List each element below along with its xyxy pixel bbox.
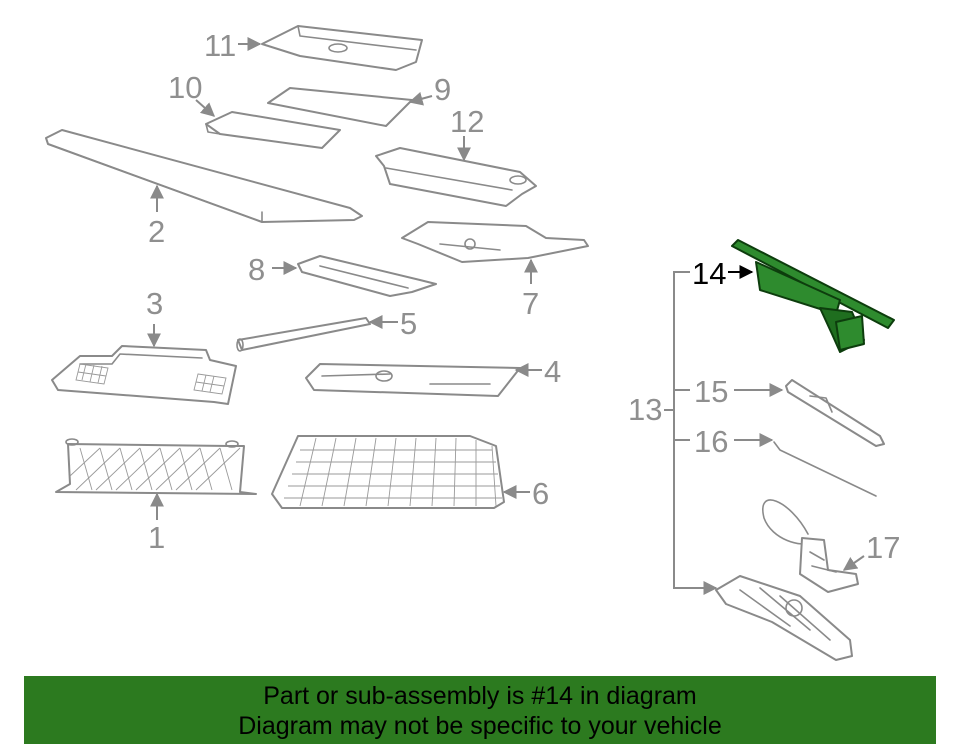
- callout-1: 1: [148, 520, 165, 555]
- part-17-cable-bracket[interactable]: [762, 499, 859, 593]
- part-2-cargo-shelf[interactable]: [45, 129, 363, 223]
- callout-10: 10: [168, 70, 202, 105]
- banner-line-2: Diagram may not be specific to your vehi…: [238, 712, 722, 740]
- callout-4: 4: [544, 354, 561, 389]
- callout-17: 17: [866, 530, 900, 565]
- part-6-cargo-grid[interactable]: [271, 435, 505, 509]
- group-13-bracket: [673, 271, 712, 589]
- part-1-cargo-net[interactable]: [55, 438, 257, 495]
- callout-7: 7: [522, 286, 539, 321]
- part-12-side-trim[interactable]: [375, 147, 537, 207]
- part-14-highlighted-assembly[interactable]: [731, 239, 895, 353]
- leader-10: [195, 99, 216, 117]
- banner-line-1: Part or sub-assembly is #14 in diagram: [263, 682, 697, 710]
- part-16-rod[interactable]: [773, 441, 877, 497]
- part-11-cover-panel[interactable]: [261, 25, 423, 71]
- callout-5: 5: [400, 306, 417, 341]
- callout-2: 2: [148, 214, 165, 249]
- callout-13: 13: [628, 392, 662, 427]
- leader-9: [408, 91, 433, 106]
- callout-14: 14: [692, 256, 726, 291]
- callout-12: 12: [450, 104, 484, 139]
- part-9-panel[interactable]: [267, 87, 413, 127]
- part-4-side-panel[interactable]: [305, 363, 521, 397]
- callout-11: 11: [204, 28, 236, 63]
- callout-3: 3: [146, 286, 163, 321]
- parts-diagram: 11 10 9 12 2 8 7 3 5 4 1 6 14 13 15 16 1…: [45, 25, 900, 661]
- part-8-bracket[interactable]: [297, 255, 437, 297]
- callout-16: 16: [694, 424, 728, 459]
- callout-8: 8: [248, 252, 265, 287]
- part-7-floor-tray[interactable]: [401, 221, 589, 263]
- callout-9: 9: [434, 72, 451, 107]
- callout-15: 15: [694, 374, 728, 409]
- part-5-rod[interactable]: [236, 317, 371, 352]
- leader-17: [842, 555, 865, 571]
- callout-6: 6: [532, 476, 549, 511]
- part-3-storage-tray[interactable]: [51, 345, 237, 405]
- notice-banner: Part or sub-assembly is #14 in diagram D…: [24, 676, 936, 744]
- scissor-jack[interactable]: [715, 575, 853, 661]
- part-15-tool[interactable]: [785, 379, 885, 447]
- part-10-small-panel[interactable]: [205, 111, 341, 149]
